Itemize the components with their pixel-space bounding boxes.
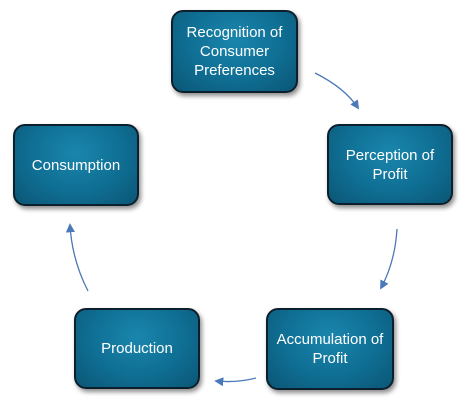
node-production: Production bbox=[74, 308, 200, 389]
node-label: Accumulation of Profit bbox=[276, 331, 384, 367]
node-recognition-of-consumer-preferences: Recognition of Consumer Preferences bbox=[171, 10, 298, 93]
arrow-production-to-consumption bbox=[65, 223, 89, 292]
node-accumulation-of-profit: Accumulation of Profit bbox=[266, 308, 394, 390]
arrow-recognition-to-perception bbox=[314, 72, 359, 110]
node-label: Recognition of Consumer Preferences bbox=[186, 24, 283, 79]
node-label: Production bbox=[101, 340, 173, 357]
arrow-accumulation-to-production bbox=[214, 377, 257, 387]
node-consumption: Consumption bbox=[13, 124, 139, 206]
node-perception-of-profit: Perception of Profit bbox=[327, 124, 453, 205]
arrow-perception-to-accumulation bbox=[380, 228, 398, 290]
node-label: Perception of Profit bbox=[345, 146, 435, 183]
node-label: Consumption bbox=[31, 156, 121, 174]
